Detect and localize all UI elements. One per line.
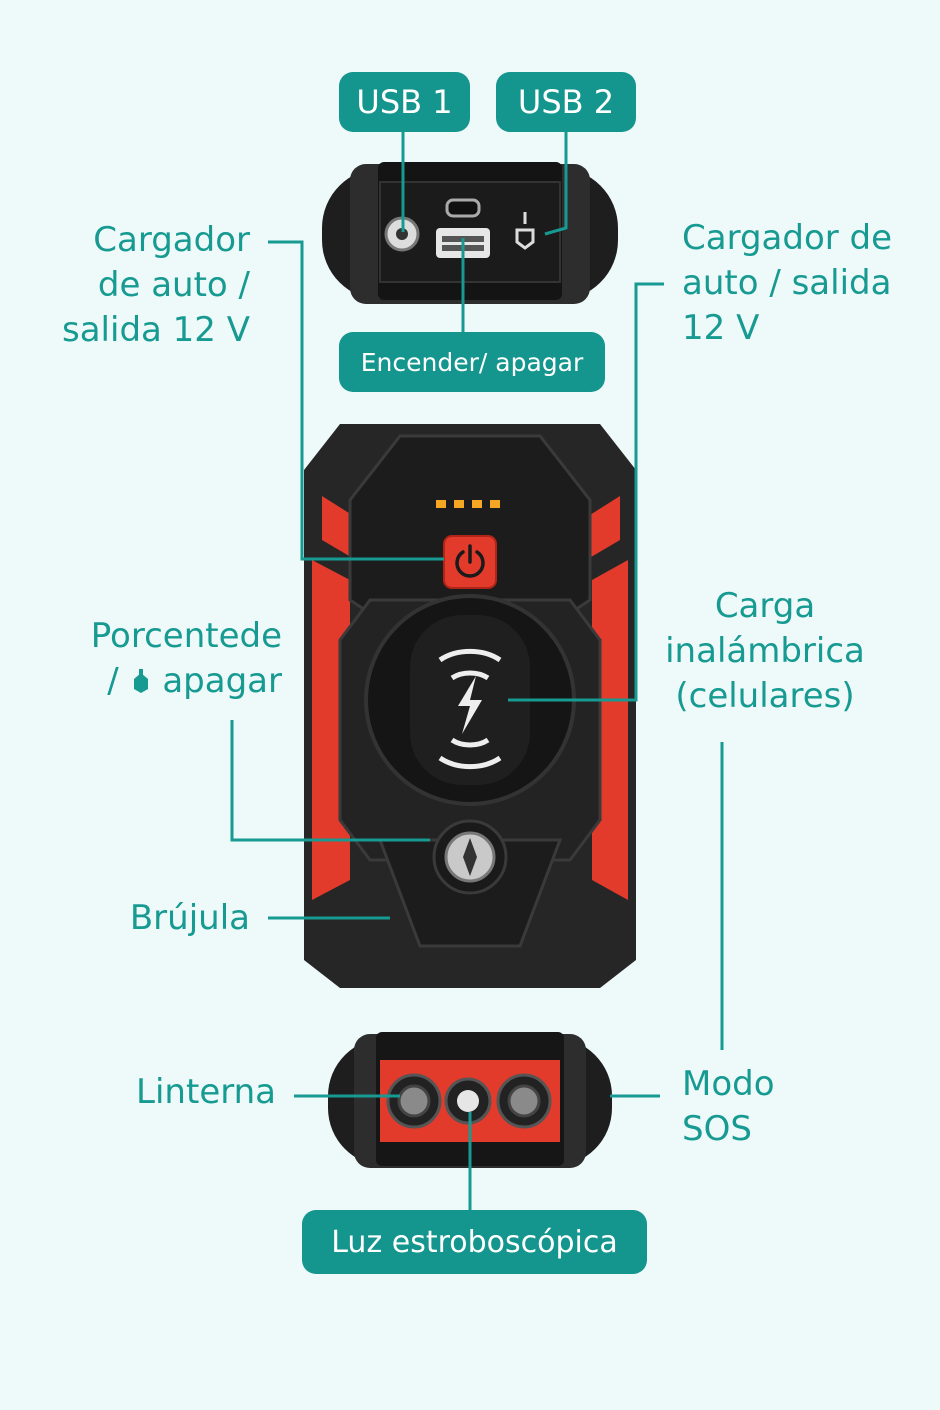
compass-label: Brújula [129,898,250,938]
flashlight-lens [386,1073,442,1129]
car-charger-label-right: Cargador de auto / salida 12 V [682,218,893,348]
usb2-label: USB 2 [496,72,636,132]
lightning-icon [458,676,482,734]
micro-usb-port [445,198,481,218]
sos-label: Modo SOS [682,1064,775,1149]
car-charger-label-left: Cargador de auto / salida 12 V [62,220,250,350]
wireless-charging-icon [438,648,502,770]
device-front-view [304,424,636,988]
usb1-label: USB 1 [339,72,470,132]
strobe-lens [444,1077,492,1125]
flashlight-label: Linterna [136,1072,276,1112]
strobe-label: Luz estroboscópica [302,1210,647,1274]
power-label: Encender/ apagar [339,332,605,392]
leader-lines [230,128,724,1210]
battery-led-indicator [436,500,500,508]
device-bottom-view [328,1032,612,1168]
hand-icon [130,662,152,693]
usb2-port [515,228,535,250]
device-top-view [322,162,618,304]
power-button[interactable] [443,535,497,589]
wireless-charging-label: Carga inalámbrica (celulares) [665,586,865,716]
power-icon [455,544,485,578]
sos-lens [496,1073,552,1129]
compass-icon [432,819,508,895]
percent-label: Porcentede / apagar [90,616,282,701]
